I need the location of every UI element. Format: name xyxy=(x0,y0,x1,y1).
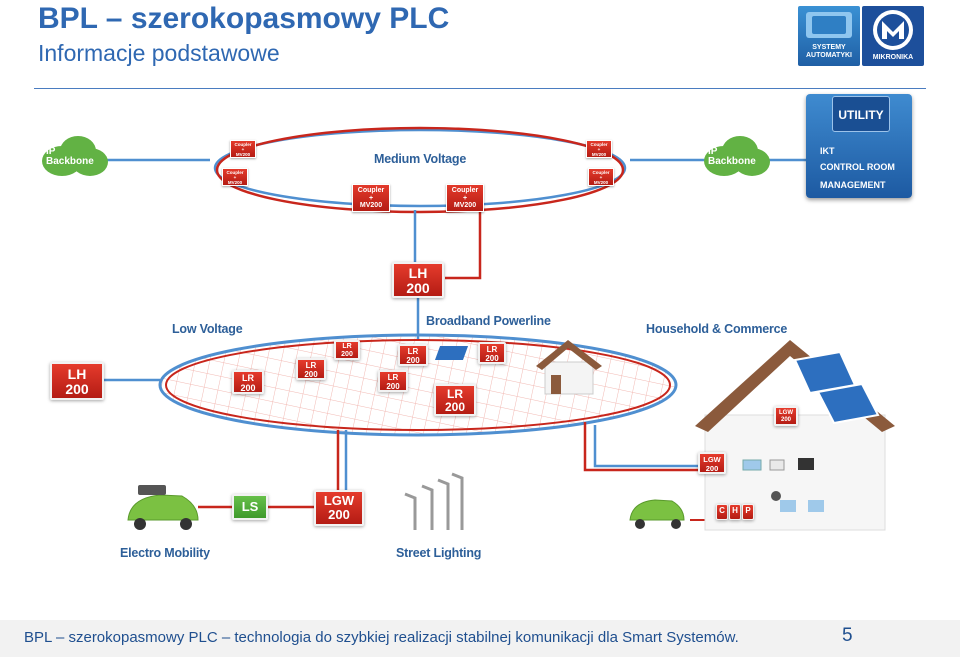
electric-car-icon xyxy=(127,485,199,530)
coupler-mv200-6: Coupler+MV200 xyxy=(588,168,614,186)
chp-c: C xyxy=(716,504,728,520)
systemy-logo-line2: AUTOMATYKI xyxy=(805,52,853,59)
page-number: 5 xyxy=(842,625,853,646)
house-link-blue xyxy=(593,425,700,468)
label-household-commerce: Household & Commerce xyxy=(646,322,788,336)
mikronika-logo-text: MIKRONIKA xyxy=(872,54,914,61)
big-house-icon xyxy=(695,340,895,531)
coupler-mv200-2: Coupler+MV200 xyxy=(446,184,484,212)
systemy-logo-line1: SYSTEMY xyxy=(812,44,846,51)
small-house-icon xyxy=(434,340,602,395)
label-low-voltage: Low Voltage xyxy=(172,322,243,336)
coupler-mv200-1: Coupler+MV200 xyxy=(352,184,390,212)
street-lamp-icons xyxy=(404,472,464,530)
systemy-logo-icon xyxy=(806,12,852,38)
label-street-lighting: Street Lighting xyxy=(396,546,482,560)
mv-ring-blue xyxy=(213,128,627,208)
ls-device: LS xyxy=(232,494,268,520)
mikronika-logo: MIKRONIKA xyxy=(862,6,924,66)
slide-subtitle: Informacje podstawowe xyxy=(38,40,280,66)
mv-lh-red-link xyxy=(445,212,482,280)
footer-bar xyxy=(0,620,960,657)
label-broadband-powerline: Broadband Powerline xyxy=(426,314,551,328)
cloud-left-line2: Backbone xyxy=(46,156,94,167)
utility-line3: MANAGEMENT xyxy=(820,180,886,190)
coupler-mv200-4: Coupler+MV200 xyxy=(222,168,248,186)
chp-p: P xyxy=(742,504,754,520)
utility-line2: CONTROL ROOM xyxy=(820,162,895,172)
label-electro-mobility: Electro Mobility xyxy=(120,546,210,560)
cloud-left-line1: IP xyxy=(46,146,56,157)
utility-control-room: UTILITY IKT CONTROL ROOM MANAGEMENT xyxy=(806,94,912,198)
lv-ring-inner xyxy=(165,339,671,431)
mv-ring-red xyxy=(215,126,625,214)
coupler-mv200-3: Coupler+MV200 xyxy=(230,140,256,158)
house-link-red xyxy=(583,422,700,472)
label-medium-voltage: Medium Voltage xyxy=(374,152,467,166)
household-car-icon xyxy=(629,499,685,529)
utility-title: UTILITY xyxy=(832,96,890,132)
title-divider xyxy=(34,88,926,89)
cloud-right-line1: IP xyxy=(708,146,718,157)
cloud-right-line2: Backbone xyxy=(708,156,756,167)
chp-h: H xyxy=(729,504,741,520)
network-diagram xyxy=(104,126,895,531)
utility-line1: IKT xyxy=(820,146,835,156)
mikronika-logo-icon xyxy=(873,10,913,50)
slide-title: BPL – szerokopasmowy PLC xyxy=(38,2,450,35)
coupler-mv200-5: Coupler+MV200 xyxy=(586,140,612,158)
footer-text: BPL – szerokopasmowy PLC – technologia d… xyxy=(24,629,739,646)
